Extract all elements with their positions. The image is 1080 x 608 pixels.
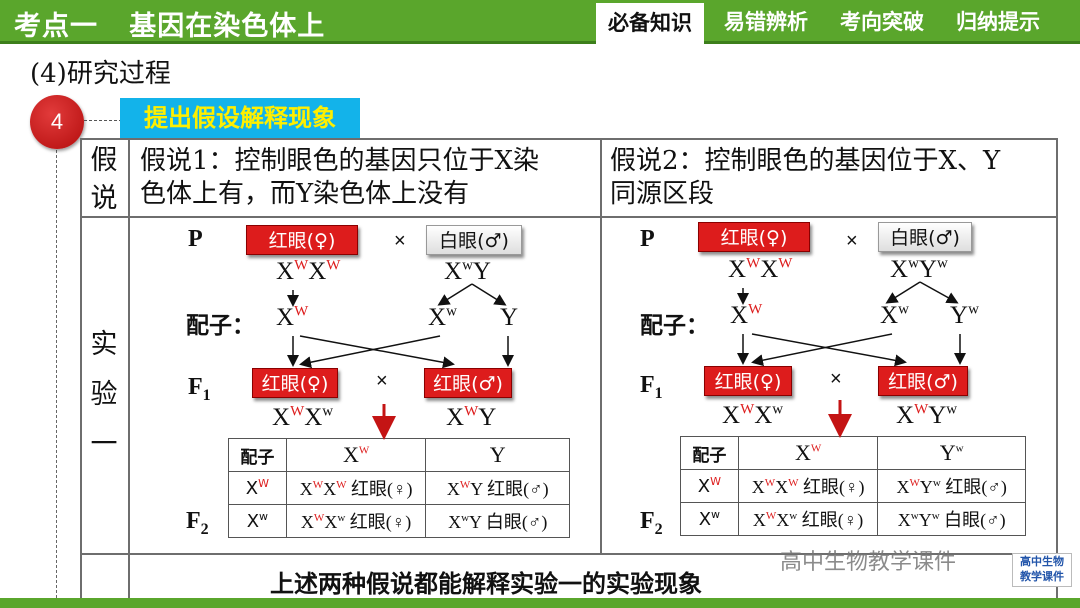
logo: 高中生物 教学课件 bbox=[1012, 553, 1072, 587]
row-header-char: 假 bbox=[90, 145, 118, 176]
table-row-divider-1 bbox=[80, 216, 1058, 218]
step-label: 提出假设解释现象 bbox=[120, 98, 360, 138]
left-f1-cross-symbol: × bbox=[376, 370, 388, 392]
left-f1-male-phenotype: 红眼(♂) bbox=[424, 368, 512, 398]
logo-line: 高中生物 bbox=[1020, 555, 1064, 568]
left-f1-male-genotype: XWY bbox=[446, 403, 497, 431]
table-border-left bbox=[80, 138, 82, 598]
right-arrows bbox=[737, 281, 966, 367]
right-f1-male-phenotype: 红眼(♂) bbox=[878, 366, 968, 396]
section-title: (4)研究过程 bbox=[30, 59, 171, 89]
step-number-badge: 4 bbox=[30, 95, 84, 149]
punnett-corner: 配子 bbox=[228, 438, 287, 472]
table-row-divider-2 bbox=[80, 553, 1058, 555]
right-f1-female-genotype: XWXw bbox=[722, 401, 784, 429]
punnett-cell: XWXW 红眼(♀) bbox=[737, 469, 879, 503]
punnett-cell: XWXw 红眼(♀) bbox=[285, 504, 427, 538]
table-col-divider-2 bbox=[600, 138, 602, 553]
left-gamete-xw: Xw bbox=[428, 303, 457, 331]
hypothesis-1-text: 假说1：控制眼色的基因只位于X染 色体上有，而Y染色体上没有 bbox=[140, 145, 539, 211]
table-border-right bbox=[1056, 138, 1058, 598]
left-f2-label: F2 bbox=[186, 508, 209, 538]
right-f1-male-genotype: XWYw bbox=[896, 401, 958, 429]
tab-summary-tips[interactable]: 归纳提示 bbox=[956, 10, 1040, 34]
right-f1-cross-symbol: × bbox=[830, 368, 842, 390]
left-f1-female-genotype: XWXw bbox=[272, 403, 334, 431]
punnett-cell: XWYw 红眼(♂) bbox=[877, 469, 1026, 503]
right-f1-label: F1 bbox=[640, 372, 663, 402]
footer-bar bbox=[0, 598, 1080, 608]
row-header-hypothesis: 假 说 bbox=[84, 142, 124, 218]
tab-error-analysis[interactable]: 易错辨析 bbox=[724, 10, 808, 34]
hypothesis-2-text: 假说2：控制眼色的基因位于X、Y 同源区段 bbox=[610, 145, 1000, 211]
dashed-guide bbox=[56, 150, 57, 608]
table-row: 配子 XW Y bbox=[228, 438, 570, 472]
logo-line: 教学课件 bbox=[1020, 570, 1064, 583]
punnett-col-header: Yw bbox=[877, 436, 1026, 470]
left-gamete-y: Y bbox=[500, 304, 519, 331]
punnett-corner: 配子 bbox=[680, 436, 739, 470]
row-header-char: 一 bbox=[90, 429, 118, 460]
left-f1-label: F1 bbox=[188, 374, 211, 404]
tab-exam-breakthrough[interactable]: 考向突破 bbox=[840, 10, 924, 34]
left-p-male-phenotype: 白眼(♂) bbox=[426, 225, 522, 255]
left-punnett-table: 配子 XW Y XW XWXW 红眼(♀) XWY 红眼(♂) Xw XWXw … bbox=[228, 438, 570, 538]
punnett-row-header: Xw bbox=[228, 504, 287, 538]
punnett-col-header: XW bbox=[285, 438, 427, 472]
table-col-divider-1 bbox=[128, 138, 130, 598]
tab-essential-knowledge[interactable]: 必备知识 bbox=[596, 0, 704, 44]
text-line: 同源区段 bbox=[610, 179, 715, 209]
punnett-col-header: XW bbox=[737, 436, 879, 470]
right-f2-label: F2 bbox=[640, 508, 663, 538]
right-punnett-table: 配子 XW Yw XW XWXW 红眼(♀) XWYw 红眼(♂) Xw XWX… bbox=[680, 436, 1026, 536]
right-f1-female-phenotype: 红眼(♀) bbox=[704, 366, 792, 396]
right-gamete-xw-red: XW bbox=[730, 301, 763, 329]
left-f1-female-phenotype: 红眼(♀) bbox=[252, 368, 338, 398]
right-p-female-phenotype: 红眼(♀) bbox=[698, 222, 810, 252]
left-p-label: P bbox=[188, 226, 203, 252]
row-header-char: 验 bbox=[90, 379, 118, 410]
right-gamete-yw: Yw bbox=[950, 301, 979, 329]
right-p-female-genotype: XWXW bbox=[728, 255, 793, 283]
row-header-char: 说 bbox=[90, 183, 118, 214]
page-title: 考点一 基因在染色体上 bbox=[14, 11, 326, 42]
right-p-male-genotype: XwYw bbox=[890, 255, 948, 283]
row-header-char: 实 bbox=[90, 329, 118, 360]
punnett-cell: XWXw 红眼(♀) bbox=[737, 502, 879, 536]
right-p-male-phenotype: 白眼(♂) bbox=[878, 222, 972, 252]
right-gamete-xw: Xw bbox=[880, 301, 909, 329]
watermark: 高中生物教学课件 bbox=[780, 550, 957, 575]
left-p-cross-symbol: × bbox=[394, 230, 406, 252]
table-row: Xw XWXw 红眼(♀) XwY 白眼(♂) bbox=[228, 504, 570, 538]
punnett-cell: XWY 红眼(♂) bbox=[425, 471, 570, 505]
punnett-cell: XwY 白眼(♂) bbox=[425, 504, 570, 538]
conclusion-text: 上述两种假说都能解释实验一的实验现象 bbox=[270, 570, 702, 598]
table-border-top bbox=[80, 138, 1058, 140]
table-row: Xw XWXw 红眼(♀) XwYw 白眼(♂) bbox=[680, 502, 1026, 536]
table-row: 配子 XW Yw bbox=[680, 436, 1026, 470]
text-line: 假说1：控制眼色的基因只位于X染 bbox=[140, 146, 540, 176]
row-header-experiment: 实 验 一 bbox=[84, 320, 124, 470]
right-p-cross-symbol: × bbox=[846, 230, 858, 252]
left-p-female-phenotype: 红眼(♀) bbox=[246, 225, 358, 255]
punnett-cell: XwYw 白眼(♂) bbox=[877, 502, 1026, 536]
step-connector bbox=[84, 120, 122, 121]
text-line: 色体上有，而Y染色体上没有 bbox=[140, 179, 470, 209]
table-row: XW XWXW 红眼(♀) XWYw 红眼(♂) bbox=[680, 469, 1026, 503]
left-arrows bbox=[287, 283, 514, 369]
header-bar: 考点一 基因在染色体上 必备知识 易错辨析 考向突破 归纳提示 bbox=[0, 0, 1080, 44]
right-p-label: P bbox=[640, 226, 655, 252]
text-line: 假说2：控制眼色的基因位于X、Y bbox=[610, 146, 1001, 176]
punnett-row-header: Xw bbox=[680, 502, 739, 536]
left-p-male-genotype: XwY bbox=[444, 257, 491, 285]
left-p-female-genotype: XWXW bbox=[276, 257, 341, 285]
left-gamete-label: 配子： bbox=[186, 313, 255, 339]
right-gamete-label: 配子： bbox=[640, 313, 709, 339]
left-gamete-xw-red: XW bbox=[276, 303, 309, 331]
punnett-cell: XWXW 红眼(♀) bbox=[285, 471, 427, 505]
